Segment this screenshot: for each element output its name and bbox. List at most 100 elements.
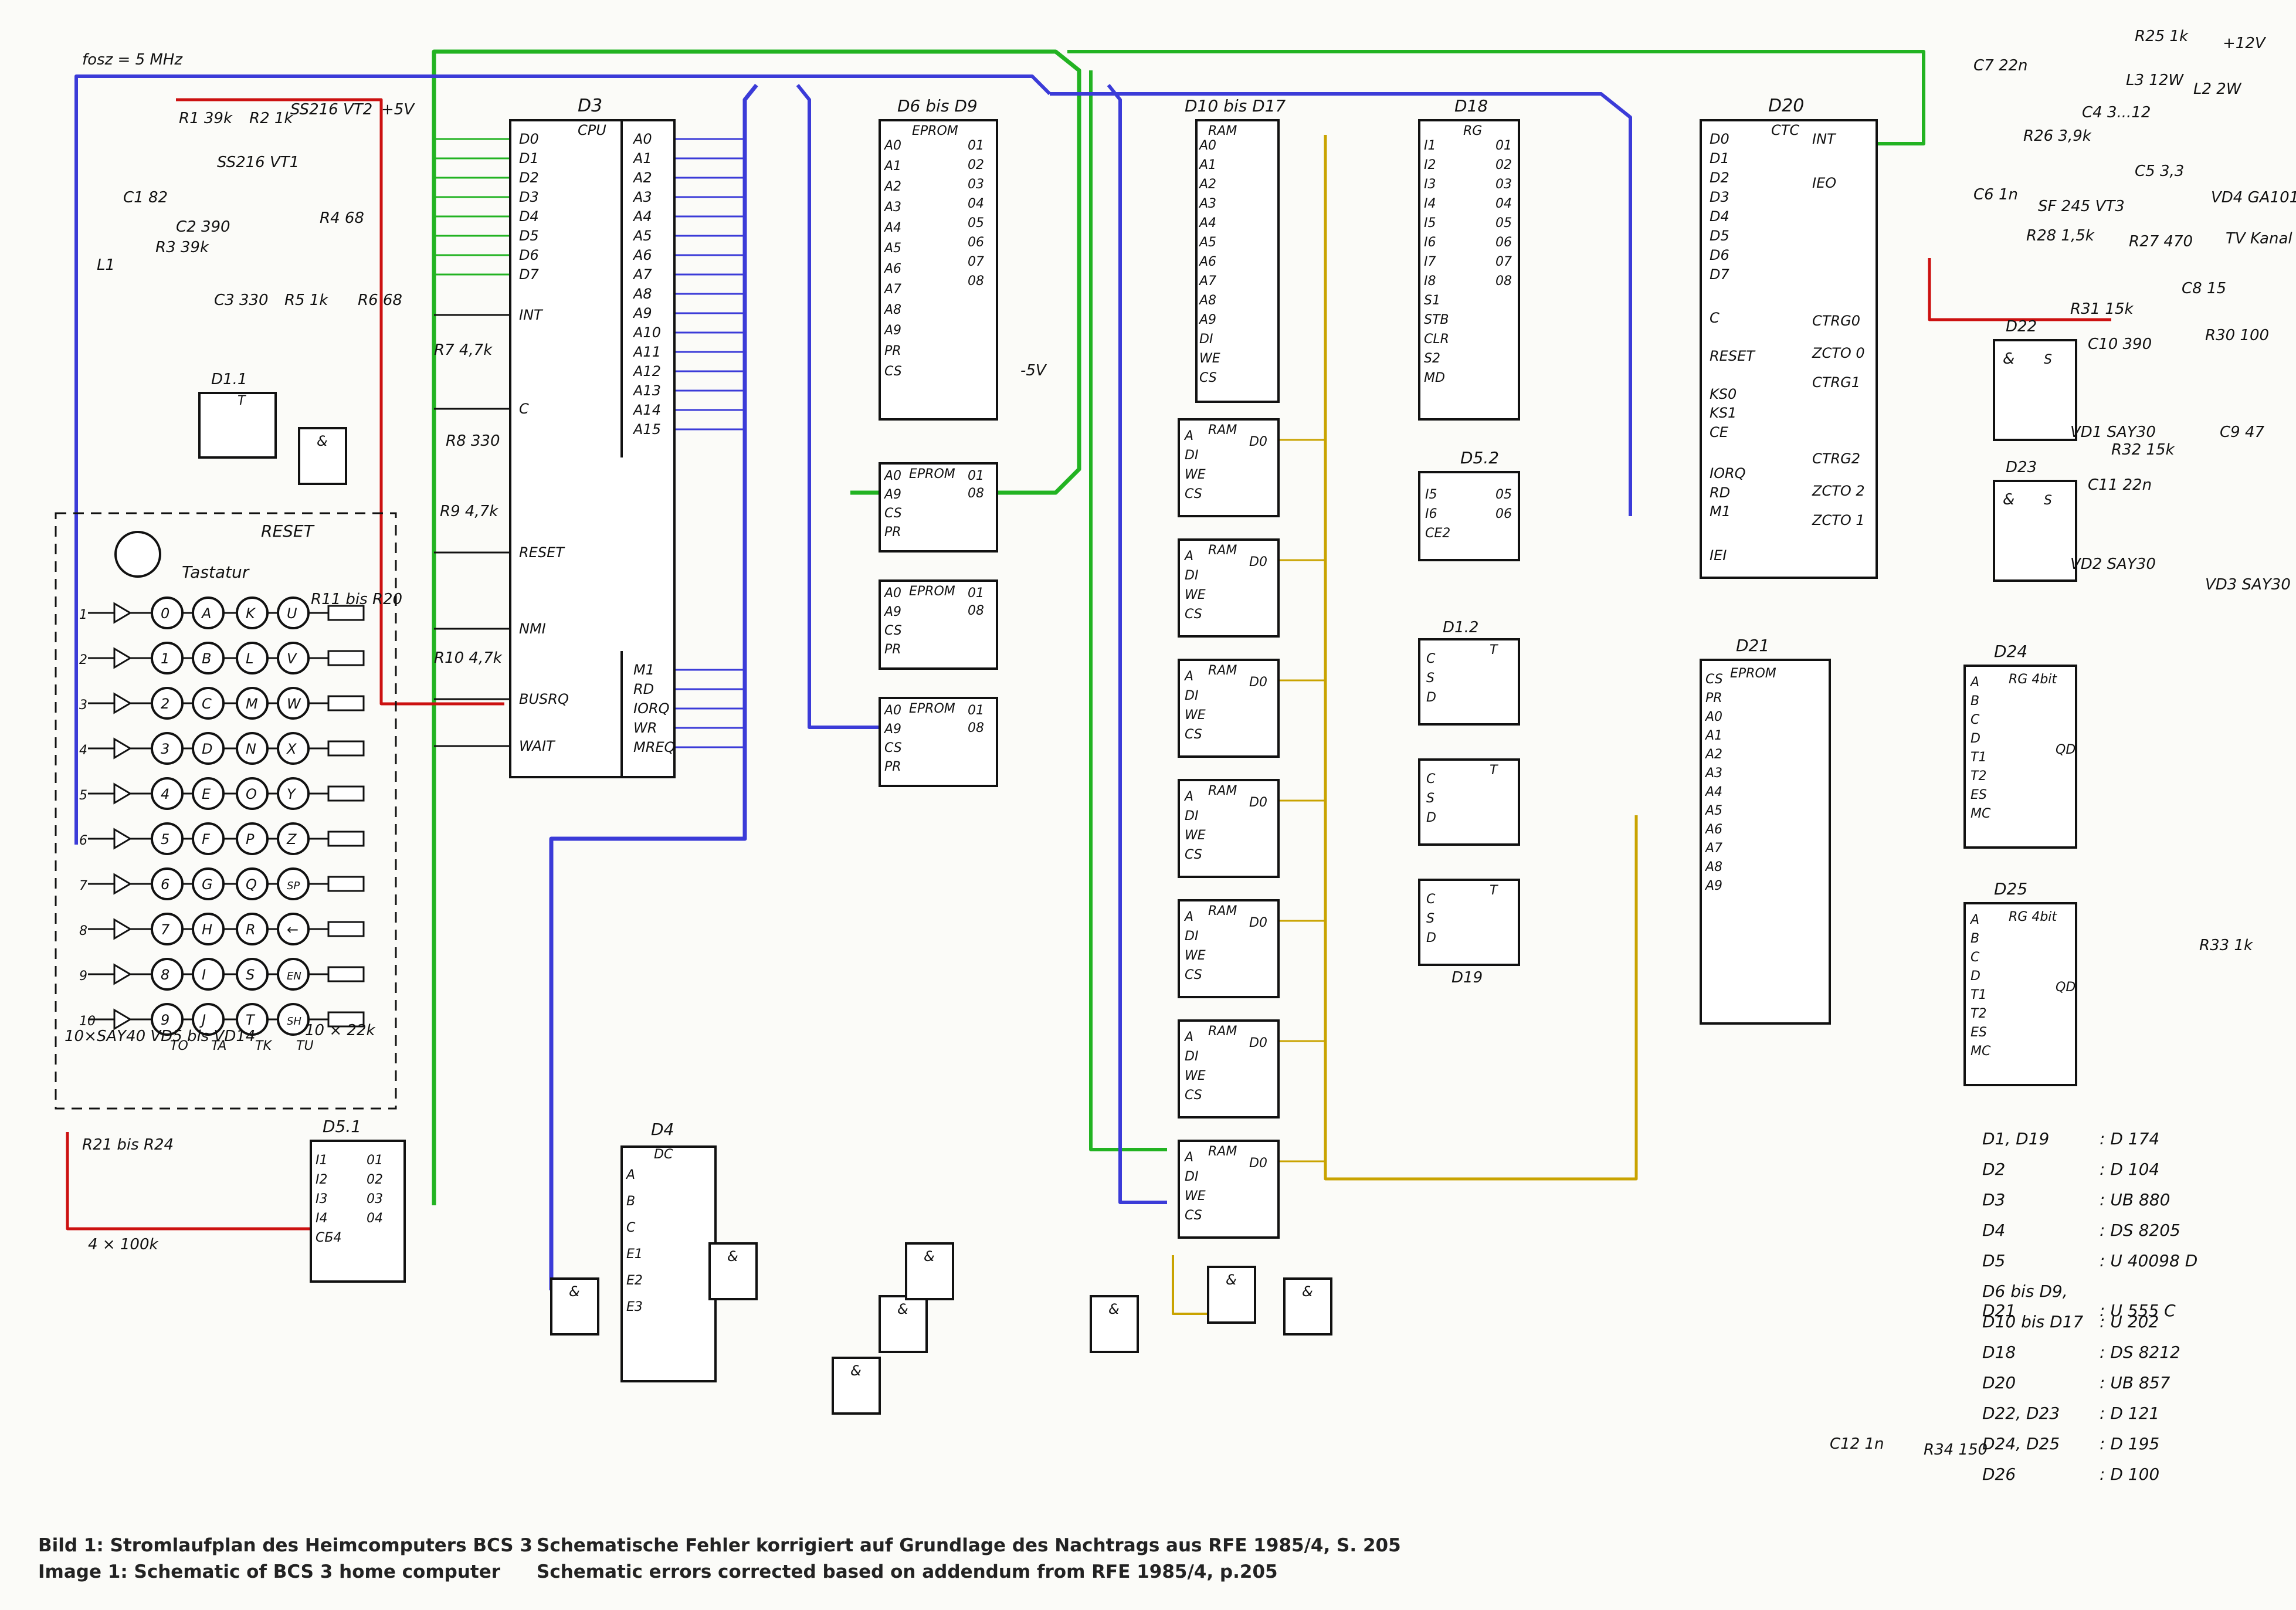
ram-pin-label: D0	[1249, 795, 1267, 810]
d21-pin-label: A1	[1704, 728, 1722, 743]
ctc-pin-label: CE	[1710, 424, 1729, 440]
legend-row: D24, D25: D 195	[1982, 1434, 2159, 1453]
d21-ref: D21	[1736, 636, 1769, 655]
component-vt1: SS216 VT1	[217, 154, 299, 171]
key-label: K	[246, 605, 256, 622]
key-R	[236, 913, 269, 945]
caption-de-title: Bild 1: Stromlaufplan des Heimcomputers …	[38, 1535, 533, 1556]
eprom-pin-label: A0	[883, 703, 901, 718]
gate-d2-2-symbol: &	[569, 1283, 580, 1300]
rg-pin-label: I4	[1424, 196, 1436, 211]
ram-pin-label: A8	[1198, 293, 1216, 308]
legend-ref: D3	[1982, 1190, 2006, 1209]
ram-chip	[1195, 119, 1280, 403]
eprom-ref: D6 bis D9	[897, 96, 978, 116]
ram-pin-label: A6	[1198, 255, 1216, 269]
ram-pin-label: CS	[1185, 487, 1202, 501]
ram-pin-label: A1	[1198, 158, 1216, 172]
ram-type: RAM	[1208, 784, 1237, 798]
ff-pin-label: S	[1426, 911, 1434, 926]
gate-d26-1-symbol: &	[897, 1301, 908, 1317]
ff-pin-label: T	[1490, 763, 1498, 778]
ff-pin-label: D	[1426, 690, 1436, 705]
d25-pin-label: T2	[1971, 1006, 1986, 1021]
d25-pin-label: C	[1971, 950, 1980, 965]
vcc-line	[176, 98, 383, 328]
key-M	[236, 687, 269, 720]
keyboard-row-number: 10	[79, 1014, 96, 1029]
cpu-pin-label: D2	[519, 170, 539, 186]
eprom-pin-label: 01	[968, 586, 984, 601]
ff-pin-label: T	[1490, 883, 1498, 898]
key-label: 6	[161, 876, 169, 893]
rg-pin-label: I1	[1424, 138, 1436, 153]
key-label: 9	[161, 1012, 169, 1028]
cpu-pin-label: D7	[519, 266, 539, 283]
rg-pin-label: 08	[1495, 274, 1512, 289]
ram-pin-label: WE	[1185, 828, 1206, 843]
ff-pin-label: T	[1490, 643, 1498, 657]
keyboard-frame	[55, 512, 397, 1110]
gate-d2-4	[1090, 1295, 1139, 1353]
gate-d2-5	[1207, 1266, 1256, 1324]
key-label: 4	[161, 786, 169, 802]
ram-pin-label: A4	[1198, 216, 1216, 231]
component-r3: R3 39k	[155, 239, 209, 256]
d21-pin-label: A5	[1704, 804, 1722, 818]
ram-type: RAM	[1208, 1144, 1237, 1159]
key-W	[277, 687, 310, 720]
component-res10: 10 × 22k	[305, 1022, 375, 1039]
rg-pin-label: CLR	[1424, 332, 1449, 347]
dc-ref: D4	[651, 1120, 674, 1139]
eprom-type: EPROM	[909, 701, 955, 716]
keyboard-row-number: 7	[79, 879, 87, 893]
ctc-pin-label: ZCTO 0	[1812, 345, 1865, 361]
component-c7: C7 22n	[1973, 57, 2028, 74]
cpu-pin-label: D0	[519, 131, 539, 147]
legend-ref: D5	[1982, 1251, 2006, 1270]
ram-type: RAM	[1208, 124, 1237, 138]
key-Q	[236, 867, 269, 900]
dc-chip	[620, 1145, 717, 1382]
cpu-pin-label: A4	[632, 208, 652, 225]
eprom-pin-label: 08	[968, 486, 984, 501]
key-label: R	[246, 921, 256, 938]
eprom-pin-label: A9	[883, 722, 901, 737]
cpu-pin-label: C	[519, 401, 529, 417]
key-U	[277, 596, 310, 629]
key-D	[192, 732, 225, 765]
address-bus-dc	[549, 83, 758, 1290]
ctc-pin-label: D2	[1710, 170, 1729, 186]
ram-chip	[1178, 538, 1280, 638]
component-l3: L3 12W	[2126, 72, 2184, 89]
eprom-pin-label: 02	[968, 158, 984, 172]
component-r34: R34 150	[1924, 1441, 1988, 1459]
supply-5v-label: +5V	[381, 101, 415, 118]
keyboard-resistor	[327, 1011, 365, 1028]
cpu-pin-label: M1	[633, 662, 654, 678]
reset-key-icon	[114, 531, 161, 578]
d12-chip	[1418, 758, 1520, 846]
d24-pin-label: A	[1969, 675, 1979, 690]
reset-label: RESET	[261, 521, 315, 541]
legend-row: D20: UB 857	[1982, 1373, 2170, 1392]
cpu-pin-label: WR	[633, 720, 657, 736]
eprom-pin-label: A9	[883, 605, 901, 619]
component-diodes: 10×SAY40 VD5 bis VD14	[65, 1028, 255, 1045]
oscillator-label: fosz = 5 MHz	[82, 51, 183, 69]
key-3	[151, 732, 184, 765]
ctc-pin-label: D6	[1710, 247, 1729, 263]
ram-pin-label: DI	[1185, 1049, 1198, 1064]
keyboard-diode-icon	[113, 918, 132, 940]
legend-ref: D20	[1982, 1373, 2016, 1392]
d19-ref: D19	[1451, 969, 1483, 987]
key-label: O	[246, 786, 257, 802]
key-H	[192, 913, 225, 945]
component-r4: R4 68	[320, 209, 364, 227]
ctc-pin-label: RESET	[1710, 348, 1756, 364]
ram-pin-label: CS	[1199, 371, 1217, 385]
key-label: 8	[161, 967, 169, 983]
d12-chip	[1418, 638, 1520, 726]
component-vd1: VD1 SAY30	[2070, 423, 2156, 441]
supply-neg5v-label: -5V	[1020, 362, 1047, 379]
